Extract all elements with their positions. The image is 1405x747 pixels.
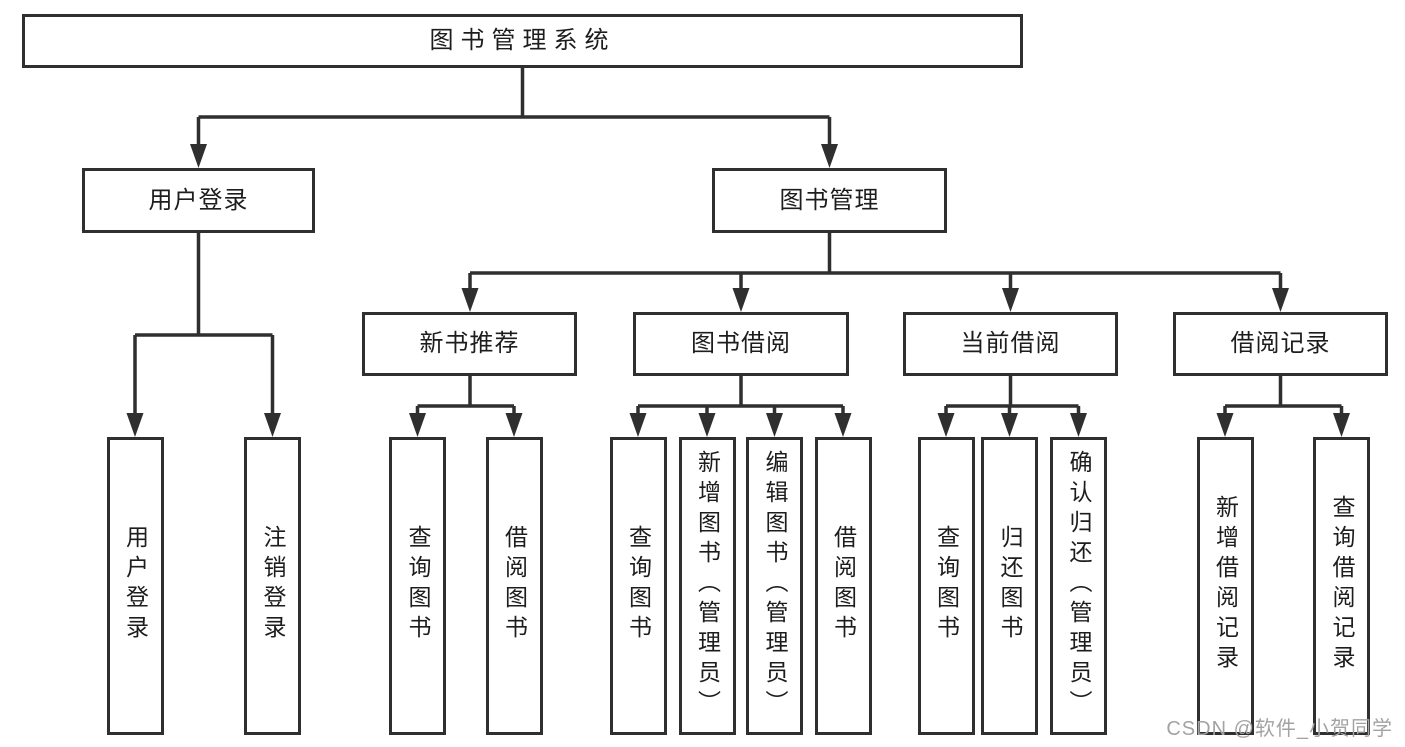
connector-new-book bbox=[415, 376, 516, 418]
connector-book-management bbox=[468, 233, 1283, 291]
connector-root bbox=[196, 68, 832, 146]
node-current-borrowing: 当前借阅 bbox=[903, 312, 1118, 376]
connector-borrowing-records bbox=[1223, 376, 1344, 418]
node-leaf-user-login: 用户登录 bbox=[106, 437, 164, 735]
node-user-login: 用户登录 bbox=[82, 168, 315, 233]
node-new-book-recommend: 新书推荐 bbox=[362, 312, 577, 376]
node-library-management-system: 图书管理系统 bbox=[22, 14, 1023, 68]
connector-book-borrowing bbox=[636, 376, 845, 418]
node-book-borrowing: 图书借阅 bbox=[633, 312, 849, 376]
connector-current-borrowing bbox=[944, 376, 1081, 418]
csdn-watermark: CSDN @软件_小贺同学 bbox=[1166, 718, 1393, 740]
node-leaf-query-books-current: 查询图书 bbox=[917, 437, 975, 735]
node-leaf-query-books-recommend: 查询图书 bbox=[389, 437, 446, 735]
node-leaf-confirm-return-admin: 确认归还（管理员） bbox=[1050, 437, 1107, 735]
node-leaf-return-books: 归还图书 bbox=[981, 437, 1038, 735]
node-leaf-query-books-borrowing: 查询图书 bbox=[609, 437, 667, 735]
node-leaf-add-borrow-record: 新增借阅记录 bbox=[1196, 437, 1254, 735]
node-leaf-logout: 注销登录 bbox=[244, 437, 301, 735]
node-leaf-edit-books-admin: 编辑图书（管理员） bbox=[746, 437, 803, 735]
node-book-management: 图书管理 bbox=[712, 168, 947, 233]
arrowhead-icons bbox=[126, 144, 1350, 437]
node-leaf-query-borrow-record: 查询借阅记录 bbox=[1313, 437, 1370, 735]
node-borrowing-records: 借阅记录 bbox=[1173, 312, 1388, 376]
node-leaf-add-books-admin: 新增图书（管理员） bbox=[678, 437, 736, 735]
node-leaf-borrow-books: 借阅图书 bbox=[814, 437, 872, 735]
node-leaf-borrow-books-recommend: 借阅图书 bbox=[485, 437, 543, 735]
connector-user-login bbox=[133, 233, 275, 418]
